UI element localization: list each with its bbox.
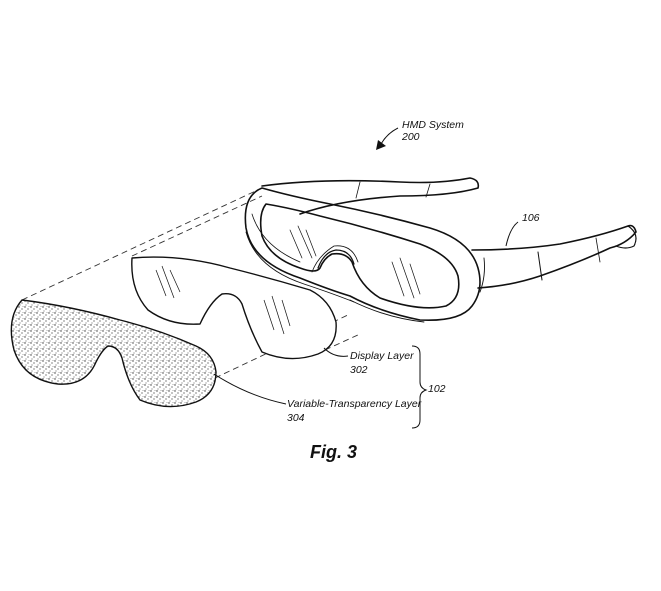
variable-transparency-layer-shape <box>10 299 217 408</box>
display-layer-ref: 302 <box>350 364 368 376</box>
frame-ref-label: 106 <box>522 212 540 224</box>
hmd-glasses-frame <box>244 177 637 323</box>
hmd-arrow-head <box>376 140 386 150</box>
hmd-system-label: HMD System <box>402 119 464 131</box>
figure-caption: Fig. 3 <box>310 442 358 462</box>
hmd-system-ref: 200 <box>402 131 420 143</box>
group-ref-label: 102 <box>428 383 446 395</box>
variable-transparency-layer-ref: 304 <box>287 412 305 424</box>
variable-transparency-layer-label: Variable-Transparency Layer <box>287 398 422 410</box>
display-layer-label: Display Layer <box>350 350 414 362</box>
display-layer-shape <box>131 256 337 360</box>
